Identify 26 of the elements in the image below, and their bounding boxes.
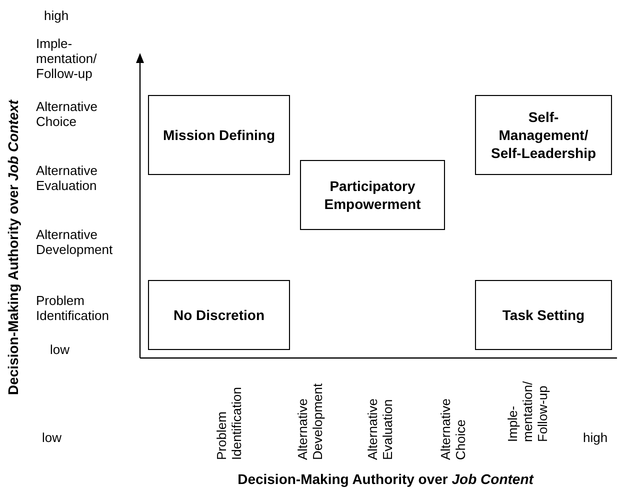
tick-label: Alternative Choice bbox=[438, 398, 468, 460]
axis-end-label: low bbox=[50, 342, 70, 357]
tick-label: Imple- mentation/ Follow-up bbox=[36, 36, 98, 81]
quadrant-label: Participatory Empowerment bbox=[323, 177, 422, 213]
quadrant-box bbox=[475, 280, 612, 350]
tick-label: Alternative Development bbox=[36, 227, 114, 257]
axis-title: Decision-Making Authority over Job Content bbox=[236, 472, 535, 487]
tick-label: Problem Identification bbox=[36, 293, 110, 323]
axis-title: Decision-Making Authority over Job Context bbox=[6, 98, 21, 398]
quadrant-label: No Discretion bbox=[172, 306, 266, 324]
tick-label: Alternative Evaluation bbox=[36, 163, 98, 193]
quadrant-box bbox=[148, 95, 290, 175]
quadrant-label: Mission Defining bbox=[162, 126, 276, 144]
axis-end-label: high bbox=[583, 430, 608, 445]
quadrant-box bbox=[475, 95, 612, 175]
quadrant-box bbox=[148, 280, 290, 350]
tick-label: Alternative Choice bbox=[36, 99, 98, 129]
tick-label: Alternative Evaluation bbox=[365, 398, 395, 460]
tick-label: Alternative Development bbox=[295, 382, 325, 460]
tick-label: Imple- mentation/ Follow-up bbox=[505, 380, 550, 442]
quadrant-label: Self-Management/ Self-Leadership bbox=[490, 108, 598, 162]
axis-end-label: high bbox=[44, 8, 69, 23]
quadrant-box bbox=[300, 160, 445, 230]
tick-label: Problem Identification bbox=[214, 386, 244, 460]
quadrant-label: Task Setting bbox=[501, 306, 586, 324]
axis-end-label: low bbox=[42, 430, 62, 445]
